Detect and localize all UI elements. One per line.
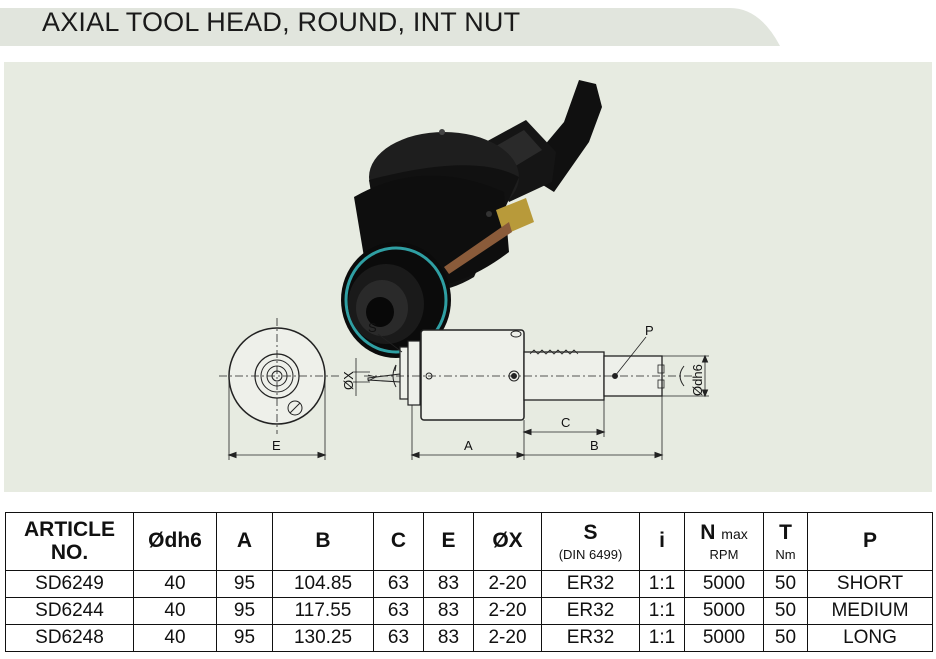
cell-s: ER32 (541, 597, 640, 625)
cell-s: ER32 (541, 570, 640, 598)
cell-n: 5000 (684, 570, 764, 598)
header-t: T Nm (763, 512, 808, 571)
table-header-row: ARTICLE NO. Ødh6 A B C E ØX S (DIN 6499)… (5, 512, 933, 571)
dim-label-b: B (590, 438, 599, 453)
cell-dh6: 40 (133, 624, 217, 652)
header-c: C (373, 512, 424, 571)
cell-a: 95 (216, 624, 273, 652)
spec-table: ARTICLE NO. Ødh6 A B C E ØX S (DIN 6499)… (5, 512, 933, 652)
cell-x: 2-20 (473, 624, 542, 652)
header-t-unit: Nm (775, 546, 796, 562)
header-n-unit: RPM (709, 546, 739, 562)
cell-x: 2-20 (473, 597, 542, 625)
cell-c: 63 (373, 570, 424, 598)
cell-i: 1:1 (639, 597, 685, 625)
cell-c: 63 (373, 597, 424, 625)
header-article: ARTICLE NO. (5, 512, 134, 571)
cell-b: 117.55 (272, 597, 374, 625)
header-p: P (807, 512, 933, 571)
cell-e: 83 (423, 624, 474, 652)
cell-article: SD6249 (5, 570, 134, 598)
header-i: i (639, 512, 685, 571)
cell-i: 1:1 (639, 624, 685, 652)
cell-t: 50 (763, 570, 808, 598)
cell-b: 104.85 (272, 570, 374, 598)
dim-label-e: E (272, 438, 281, 453)
cell-p: SHORT (807, 570, 933, 598)
dim-label-dh6: Ødh6 (690, 364, 705, 396)
cell-n: 5000 (684, 624, 764, 652)
dim-label-s: S (368, 320, 377, 335)
header-n: N max RPM (684, 512, 764, 571)
header-e: E (423, 512, 474, 571)
cell-a: 95 (216, 570, 273, 598)
header-t-label: T (779, 520, 792, 544)
header-s-label: S (583, 520, 598, 544)
header-s: S (DIN 6499) (541, 512, 640, 571)
product-figure: E S P A C B ØX Ødh6 (219, 80, 709, 460)
dim-label-a: A (464, 438, 473, 453)
cell-dh6: 40 (133, 570, 217, 598)
table-row: SD6248 40 95 130.25 63 83 2-20 ER32 1:1 … (5, 624, 933, 652)
side-view-drawing (353, 329, 709, 460)
cell-t: 50 (763, 624, 808, 652)
cell-n: 5000 (684, 597, 764, 625)
header-n-label: N (700, 520, 716, 544)
header-b: B (272, 512, 374, 571)
cell-b: 130.25 (272, 624, 374, 652)
cell-p: MEDIUM (807, 597, 933, 625)
dim-label-p: P (645, 323, 654, 338)
cell-article: SD6244 (5, 597, 134, 625)
header-n-max: max (721, 525, 748, 542)
figure-panel: E S P A C B ØX Ødh6 (4, 62, 932, 492)
cell-e: 83 (423, 597, 474, 625)
cell-article: SD6248 (5, 624, 134, 652)
dim-label-ox: ØX (341, 371, 356, 390)
header-s-sub: (DIN 6499) (558, 546, 623, 562)
title-bar: AXIAL TOOL HEAD, ROUND, INT NUT (0, 0, 800, 48)
header-a: A (216, 512, 273, 571)
cell-t: 50 (763, 597, 808, 625)
front-view-drawing (219, 318, 339, 460)
product-render (341, 80, 602, 358)
cell-p: LONG (807, 624, 933, 652)
cell-dh6: 40 (133, 597, 217, 625)
header-x: ØX (473, 512, 542, 571)
dim-label-c: C (561, 415, 570, 430)
table-row: SD6249 40 95 104.85 63 83 2-20 ER32 1:1 … (5, 570, 933, 598)
cell-i: 1:1 (639, 570, 685, 598)
page-title: AXIAL TOOL HEAD, ROUND, INT NUT (42, 7, 521, 37)
cell-c: 63 (373, 624, 424, 652)
cell-s: ER32 (541, 624, 640, 652)
cell-x: 2-20 (473, 570, 542, 598)
table-row: SD6244 40 95 117.55 63 83 2-20 ER32 1:1 … (5, 597, 933, 625)
title-banner-shape (0, 8, 780, 46)
cell-a: 95 (216, 597, 273, 625)
header-dh6: Ødh6 (133, 512, 217, 571)
cell-e: 83 (423, 570, 474, 598)
